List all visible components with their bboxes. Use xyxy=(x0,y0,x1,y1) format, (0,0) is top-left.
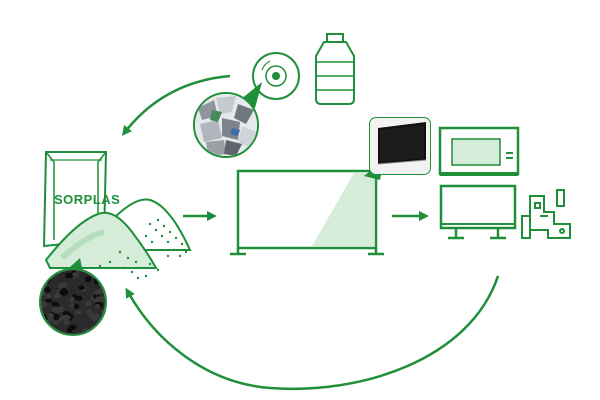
pellet-granule xyxy=(48,270,56,274)
pellet-granule xyxy=(57,283,65,289)
pellet-granule xyxy=(45,298,53,303)
pellet-granule xyxy=(45,293,52,299)
bag-label: SORPLAS xyxy=(54,192,120,207)
return-arrow-top xyxy=(121,74,231,136)
pellet-granule xyxy=(94,290,101,295)
monitor-icon xyxy=(438,126,520,176)
tv-icon xyxy=(439,184,517,240)
water-jug-icon xyxy=(315,33,355,105)
pellet-granule xyxy=(63,320,70,325)
pellet-granule xyxy=(44,286,51,293)
pellet-granule xyxy=(75,295,83,302)
pellet-granule xyxy=(58,306,64,313)
pellet-granule xyxy=(78,285,85,290)
pellet-granule xyxy=(69,303,76,309)
tv-panel-photo-icon xyxy=(364,117,431,180)
pellet-granule xyxy=(97,325,105,332)
pellet-granule xyxy=(73,303,80,309)
pellet-granule xyxy=(69,324,77,330)
pellet-granule xyxy=(52,306,61,314)
plastic-scrap-icon xyxy=(193,82,262,158)
pellet-granule xyxy=(53,320,59,325)
pellet-granule xyxy=(44,272,50,278)
return-arrow-bottom xyxy=(125,275,500,391)
pellet-granule xyxy=(69,296,75,303)
pellet-granule xyxy=(59,289,69,296)
pellet-granule xyxy=(95,296,104,302)
pellet-granule xyxy=(44,271,51,277)
pellet-granule xyxy=(41,290,47,296)
cd-disc-icon xyxy=(252,52,300,100)
pellet-granule xyxy=(91,314,99,321)
pellet-granule xyxy=(62,314,71,321)
pellet-granule xyxy=(51,301,58,306)
pellet-granule xyxy=(72,272,79,277)
pellet-granule xyxy=(46,312,54,320)
circuit-board-icon xyxy=(521,189,571,239)
pellet-granule xyxy=(94,304,101,309)
pellet-piles-icon xyxy=(44,198,192,280)
pellet-granule xyxy=(53,313,60,321)
black-pellets-icon xyxy=(39,258,107,336)
pellet-granule xyxy=(84,300,92,307)
tv-frame-icon xyxy=(230,169,384,256)
pellet-granule xyxy=(74,309,82,315)
pellet-granule xyxy=(85,276,92,283)
